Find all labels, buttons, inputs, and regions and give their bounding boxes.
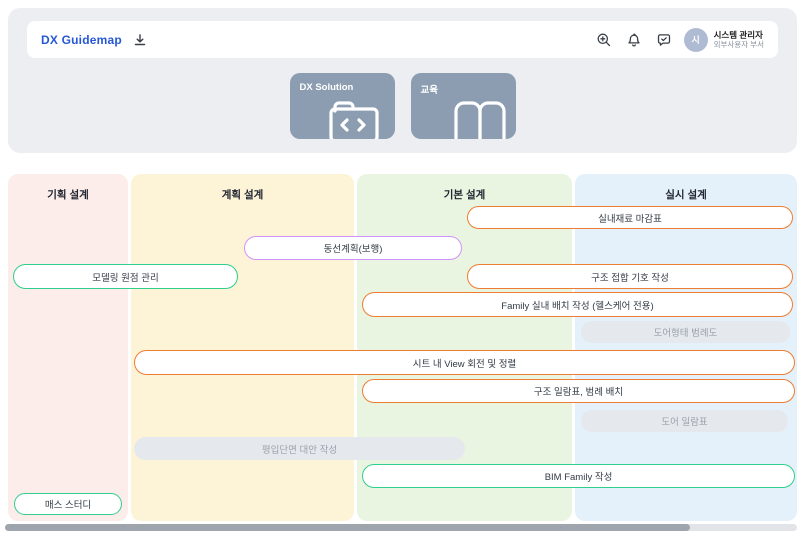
zoom-in-icon[interactable] <box>594 30 614 50</box>
avatar: 시 <box>683 27 708 52</box>
open-book-icon <box>452 99 508 139</box>
user-profile[interactable]: 시 시스템 관리자 외부사용자 부서 <box>683 27 764 52</box>
task-pill[interactable]: 시트 내 View 회전 및 정렬 <box>134 350 795 375</box>
task-pill[interactable]: Family 실내 배치 작성 (헬스케어 전용) <box>362 292 793 317</box>
column-title: 실시 설계 <box>665 189 707 201</box>
user-name: 시스템 관리자 <box>713 29 763 40</box>
task-pill[interactable]: 실내재료 마감표 <box>467 206 793 229</box>
folder-code-icon <box>328 97 387 139</box>
hero-cards: DX Solution 교육 <box>8 73 797 139</box>
task-pill: 도어 일람표 <box>581 410 788 432</box>
card-education[interactable]: 교육 <box>410 73 516 139</box>
column-schematic: 계획 설계 <box>131 174 354 521</box>
app-title: DX Guidemap <box>41 32 122 47</box>
card-label: DX Solution <box>299 82 354 93</box>
column-detailed-design: 실시 설계 <box>575 174 797 521</box>
guidemap-board: 기획 설계 계획 설계 기본 설계 실시 설계 실내재료 마감표 동선계획(보행… <box>8 174 797 521</box>
task-pill: 도어형태 범례도 <box>581 321 790 343</box>
task-pill[interactable]: BIM Family 작성 <box>362 464 795 488</box>
column-planning: 기획 설계 <box>8 174 128 521</box>
task-pill[interactable]: 구조 접합 기호 작성 <box>467 264 793 289</box>
chat-check-icon[interactable] <box>654 30 674 50</box>
task-pill[interactable]: 구조 일람표, 범례 배치 <box>362 379 795 403</box>
task-pill[interactable]: 매스 스터디 <box>14 493 122 515</box>
column-basic-design: 기본 설계 <box>357 174 572 521</box>
column-title: 기획 설계 <box>47 189 89 201</box>
task-pill: 평입단면 대안 작성 <box>134 437 465 460</box>
download-icon[interactable] <box>130 30 150 50</box>
top-bar: DX Guidemap <box>27 21 778 58</box>
column-title: 기본 설계 <box>443 189 486 201</box>
user-department: 외부사용자 부서 <box>713 40 764 50</box>
column-title: 계획 설계 <box>221 189 264 201</box>
task-pill[interactable]: 모델링 원점 관리 <box>13 264 238 289</box>
card-dx-solution[interactable]: DX Solution <box>289 73 395 139</box>
horizontal-scrollbar-thumb[interactable] <box>5 524 690 531</box>
card-label: 교육 <box>420 85 438 96</box>
hero-section: DX Guidemap <box>8 8 797 153</box>
bell-icon[interactable] <box>624 30 644 50</box>
task-pill[interactable]: 동선계획(보행) <box>244 236 462 260</box>
horizontal-scrollbar-track[interactable] <box>5 524 797 531</box>
